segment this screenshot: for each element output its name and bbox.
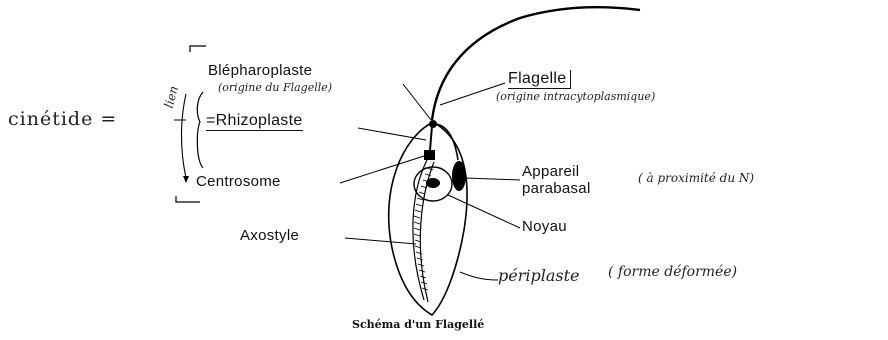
flagellum-line: [432, 7, 640, 120]
figure-caption: Schéma d'un Flagellé: [352, 318, 484, 331]
centrosome-block: [424, 150, 435, 160]
curved-arrow-head: [183, 176, 189, 183]
label-periplaste: périplaste: [498, 266, 579, 285]
label-noyau: Noyau: [522, 218, 567, 235]
note-flagelle: (origine intracytoplasmique): [496, 90, 655, 103]
label-parabasal: parabasal: [522, 180, 591, 197]
leader-periplaste: [460, 272, 498, 280]
parabasal-body: [452, 161, 466, 191]
annotation-cinetide: cinétide =: [8, 108, 117, 130]
label-appareil: Appareil: [522, 163, 579, 180]
nucleolus: [426, 178, 440, 188]
note-periplaste: ( forme déformée): [608, 264, 737, 280]
group-brace: [197, 92, 203, 168]
leader-appareil: [466, 178, 520, 180]
curved-arrow: [182, 94, 187, 178]
label-flagelle: Flagelle: [508, 70, 571, 89]
blepharoplast-dot: [429, 120, 437, 128]
leader-axostyle: [345, 238, 416, 244]
label-rhizoplaste: =Rhizoplaste: [206, 112, 303, 131]
label-axostyle: Axostyle: [240, 227, 299, 244]
note-parabasal: ( à proximité du N): [638, 171, 754, 185]
label-blepharoplaste: Blépharoplaste: [208, 62, 312, 79]
label-centrosome: Centrosome: [196, 173, 281, 190]
note-blepharoplaste: (origine du Flagelle): [218, 81, 332, 94]
leader-blepharoplaste: [403, 84, 431, 120]
rhizoplast-line: [430, 126, 432, 150]
leader-noyau: [448, 195, 520, 228]
leader-centrosome: [340, 156, 424, 183]
leader-rhizoplaste: [358, 128, 426, 140]
group-bracket-bottom: [176, 196, 200, 202]
group-bracket: [190, 46, 206, 52]
